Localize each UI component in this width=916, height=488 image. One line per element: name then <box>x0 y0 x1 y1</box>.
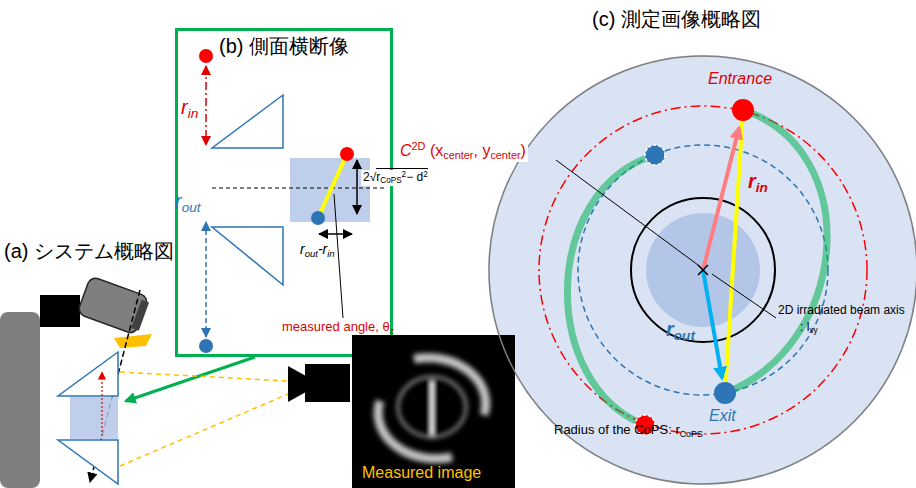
camera-icon <box>288 364 350 402</box>
height-formula: 2√rCoPS2− d2 <box>361 170 430 186</box>
exit-label: Exit <box>709 407 736 425</box>
offset-label-part: in <box>327 248 334 259</box>
radius-label: rout <box>175 190 201 216</box>
angle-label: measured angle, θz <box>282 320 394 336</box>
center-label-part: ) <box>521 142 526 159</box>
panel-title-part: (b) 側面横断像 <box>219 35 349 57</box>
radius-note-part: Radius of the CoPS: r <box>554 422 680 437</box>
center-label-part: (x <box>425 142 443 159</box>
height-formula-part: CoPS <box>380 177 401 186</box>
glow-ring <box>398 377 466 437</box>
center-label-part: , y <box>473 142 490 159</box>
cops-circle-outline <box>489 56 916 484</box>
view-line <box>120 394 288 466</box>
radius-label: rin <box>748 170 768 196</box>
center-label-part: C <box>400 142 412 159</box>
panel-title: (c) 測定画像概略図 <box>592 8 761 31</box>
panel-title: (b) 側面横断像 <box>219 35 349 58</box>
radius-label-part: r <box>666 318 674 340</box>
radius-label-part: out <box>674 328 695 343</box>
radius-label: rout <box>666 318 695 344</box>
radius-label-part: r <box>175 190 182 212</box>
radius-label-part: in <box>188 106 199 121</box>
height-formula-part: 2 <box>363 170 370 184</box>
beam-axis-label-part: 2D irradiated beam axis <box>778 303 905 317</box>
radius-label-part: in <box>756 180 768 195</box>
offset-label-part: r <box>300 241 305 257</box>
cops-outline <box>488 55 916 485</box>
measured-image: Measured image <box>352 335 515 488</box>
panel-title-part: (a) システム概略図 <box>4 240 174 262</box>
height-formula-part: r <box>376 170 380 184</box>
radius-label-part: r <box>748 170 756 192</box>
image-caption: Measured image <box>362 464 481 482</box>
height-formula-part: 2 <box>423 170 428 179</box>
center-label-part: center <box>443 149 473 161</box>
radius-label-part: out <box>182 200 201 215</box>
panel-title-part: (c) 測定画像概略図 <box>592 8 761 30</box>
radius-label: rin <box>181 96 198 122</box>
zoom-arrow <box>126 357 255 401</box>
entrance-label-part: Entrance <box>708 70 772 87</box>
height-formula-part: − d <box>406 170 423 184</box>
beam-axis-symbol: : lxy <box>800 321 818 336</box>
panel-title: (a) システム概略図 <box>4 240 174 263</box>
cops-circle: Radius of the CoPS: rCoPS <box>488 55 916 485</box>
beam-axis-symbol-part: xy <box>809 326 817 335</box>
center-label-part: center <box>490 149 520 161</box>
image-caption-part: Measured image <box>362 464 481 481</box>
entrance-label: Entrance <box>708 70 772 88</box>
offset-label-part: -r <box>318 241 327 257</box>
exit-label-part: Exit <box>709 407 736 424</box>
offset-label-part: out <box>305 248 318 259</box>
view-line <box>120 372 288 381</box>
system-sketch <box>0 276 152 488</box>
radius-note: Radius of the CoPS: rCoPS <box>554 423 703 439</box>
radius-note-part: CoPS <box>680 429 703 439</box>
glow-arc <box>414 358 486 415</box>
cross-section-sketch <box>199 49 386 353</box>
beam-axis-symbol-part: : l <box>800 320 809 334</box>
angle-label-part: measured angle, θ <box>282 319 390 334</box>
glow-arc <box>378 401 452 459</box>
glow-bar <box>429 380 435 436</box>
angle-label-part: z <box>390 326 394 336</box>
radius-label-part: r <box>181 96 188 118</box>
measurement-sketch <box>488 55 916 485</box>
beam-axis-label: 2D irradiated beam axis <box>778 304 905 318</box>
cross-section-panel: (b) 側面横断像 <box>175 28 393 357</box>
radicand: rCoPS2− d2 <box>376 168 427 184</box>
center-label: C2D (xcenter, ycenter) <box>398 140 528 162</box>
offset-label: rout-rin <box>300 241 335 260</box>
height-formula-part: 2 <box>402 170 407 179</box>
center-label-part: 2D <box>412 140 426 152</box>
